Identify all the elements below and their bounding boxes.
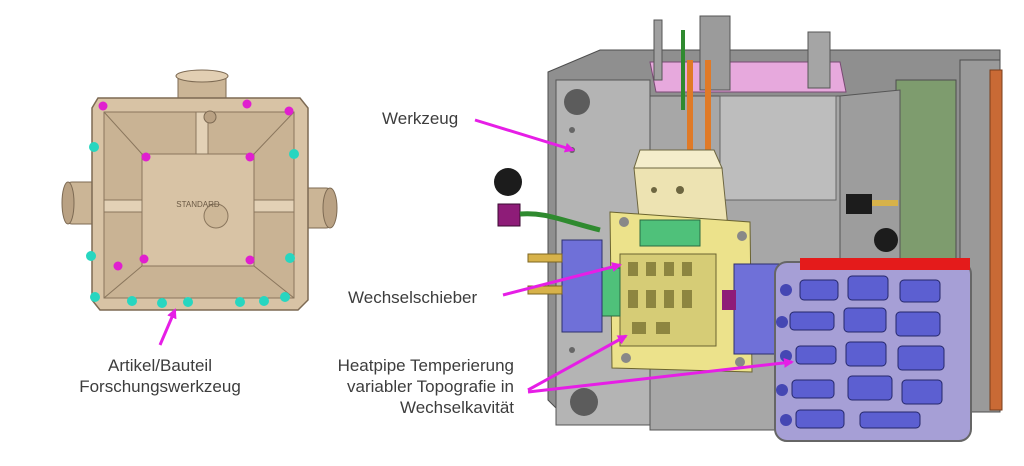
- label-artikel-line-2: Forschungswerkzeug: [79, 377, 241, 396]
- arrow-heatpipe-inset: [527, 357, 794, 394]
- label-heatpipe-line-2: variabler Topografie in: [347, 377, 514, 396]
- part-standard-stamp: STANDARD: [176, 200, 220, 209]
- part-magenta-dots: [98, 99, 294, 271]
- arrow-artikel: [158, 308, 177, 346]
- gauge-left: [494, 168, 522, 196]
- part-model: STANDARD: [61, 69, 338, 311]
- label-heatpipe-line-1: Heatpipe Temperierung: [337, 356, 514, 375]
- label-heatpipe: Heatpipe Temperierung variabler Topograf…: [318, 355, 514, 418]
- label-wechselschieber: Wechselschieber: [348, 288, 478, 307]
- label-artikel-line-1: Artikel/Bauteil: [108, 356, 212, 375]
- part-cyan-dots: [86, 142, 299, 308]
- arrow-heatpipe-slider: [527, 334, 628, 392]
- arrow-wechselschieber: [502, 262, 622, 297]
- label-artikel: Artikel/Bauteil Forschungswerkzeug: [60, 355, 260, 397]
- cavity-inset: [774, 258, 972, 442]
- label-heatpipe-line-3: Wechselkavität: [399, 398, 514, 417]
- label-werkzeug: Werkzeug: [382, 109, 459, 128]
- arrow-werkzeug: [474, 118, 575, 153]
